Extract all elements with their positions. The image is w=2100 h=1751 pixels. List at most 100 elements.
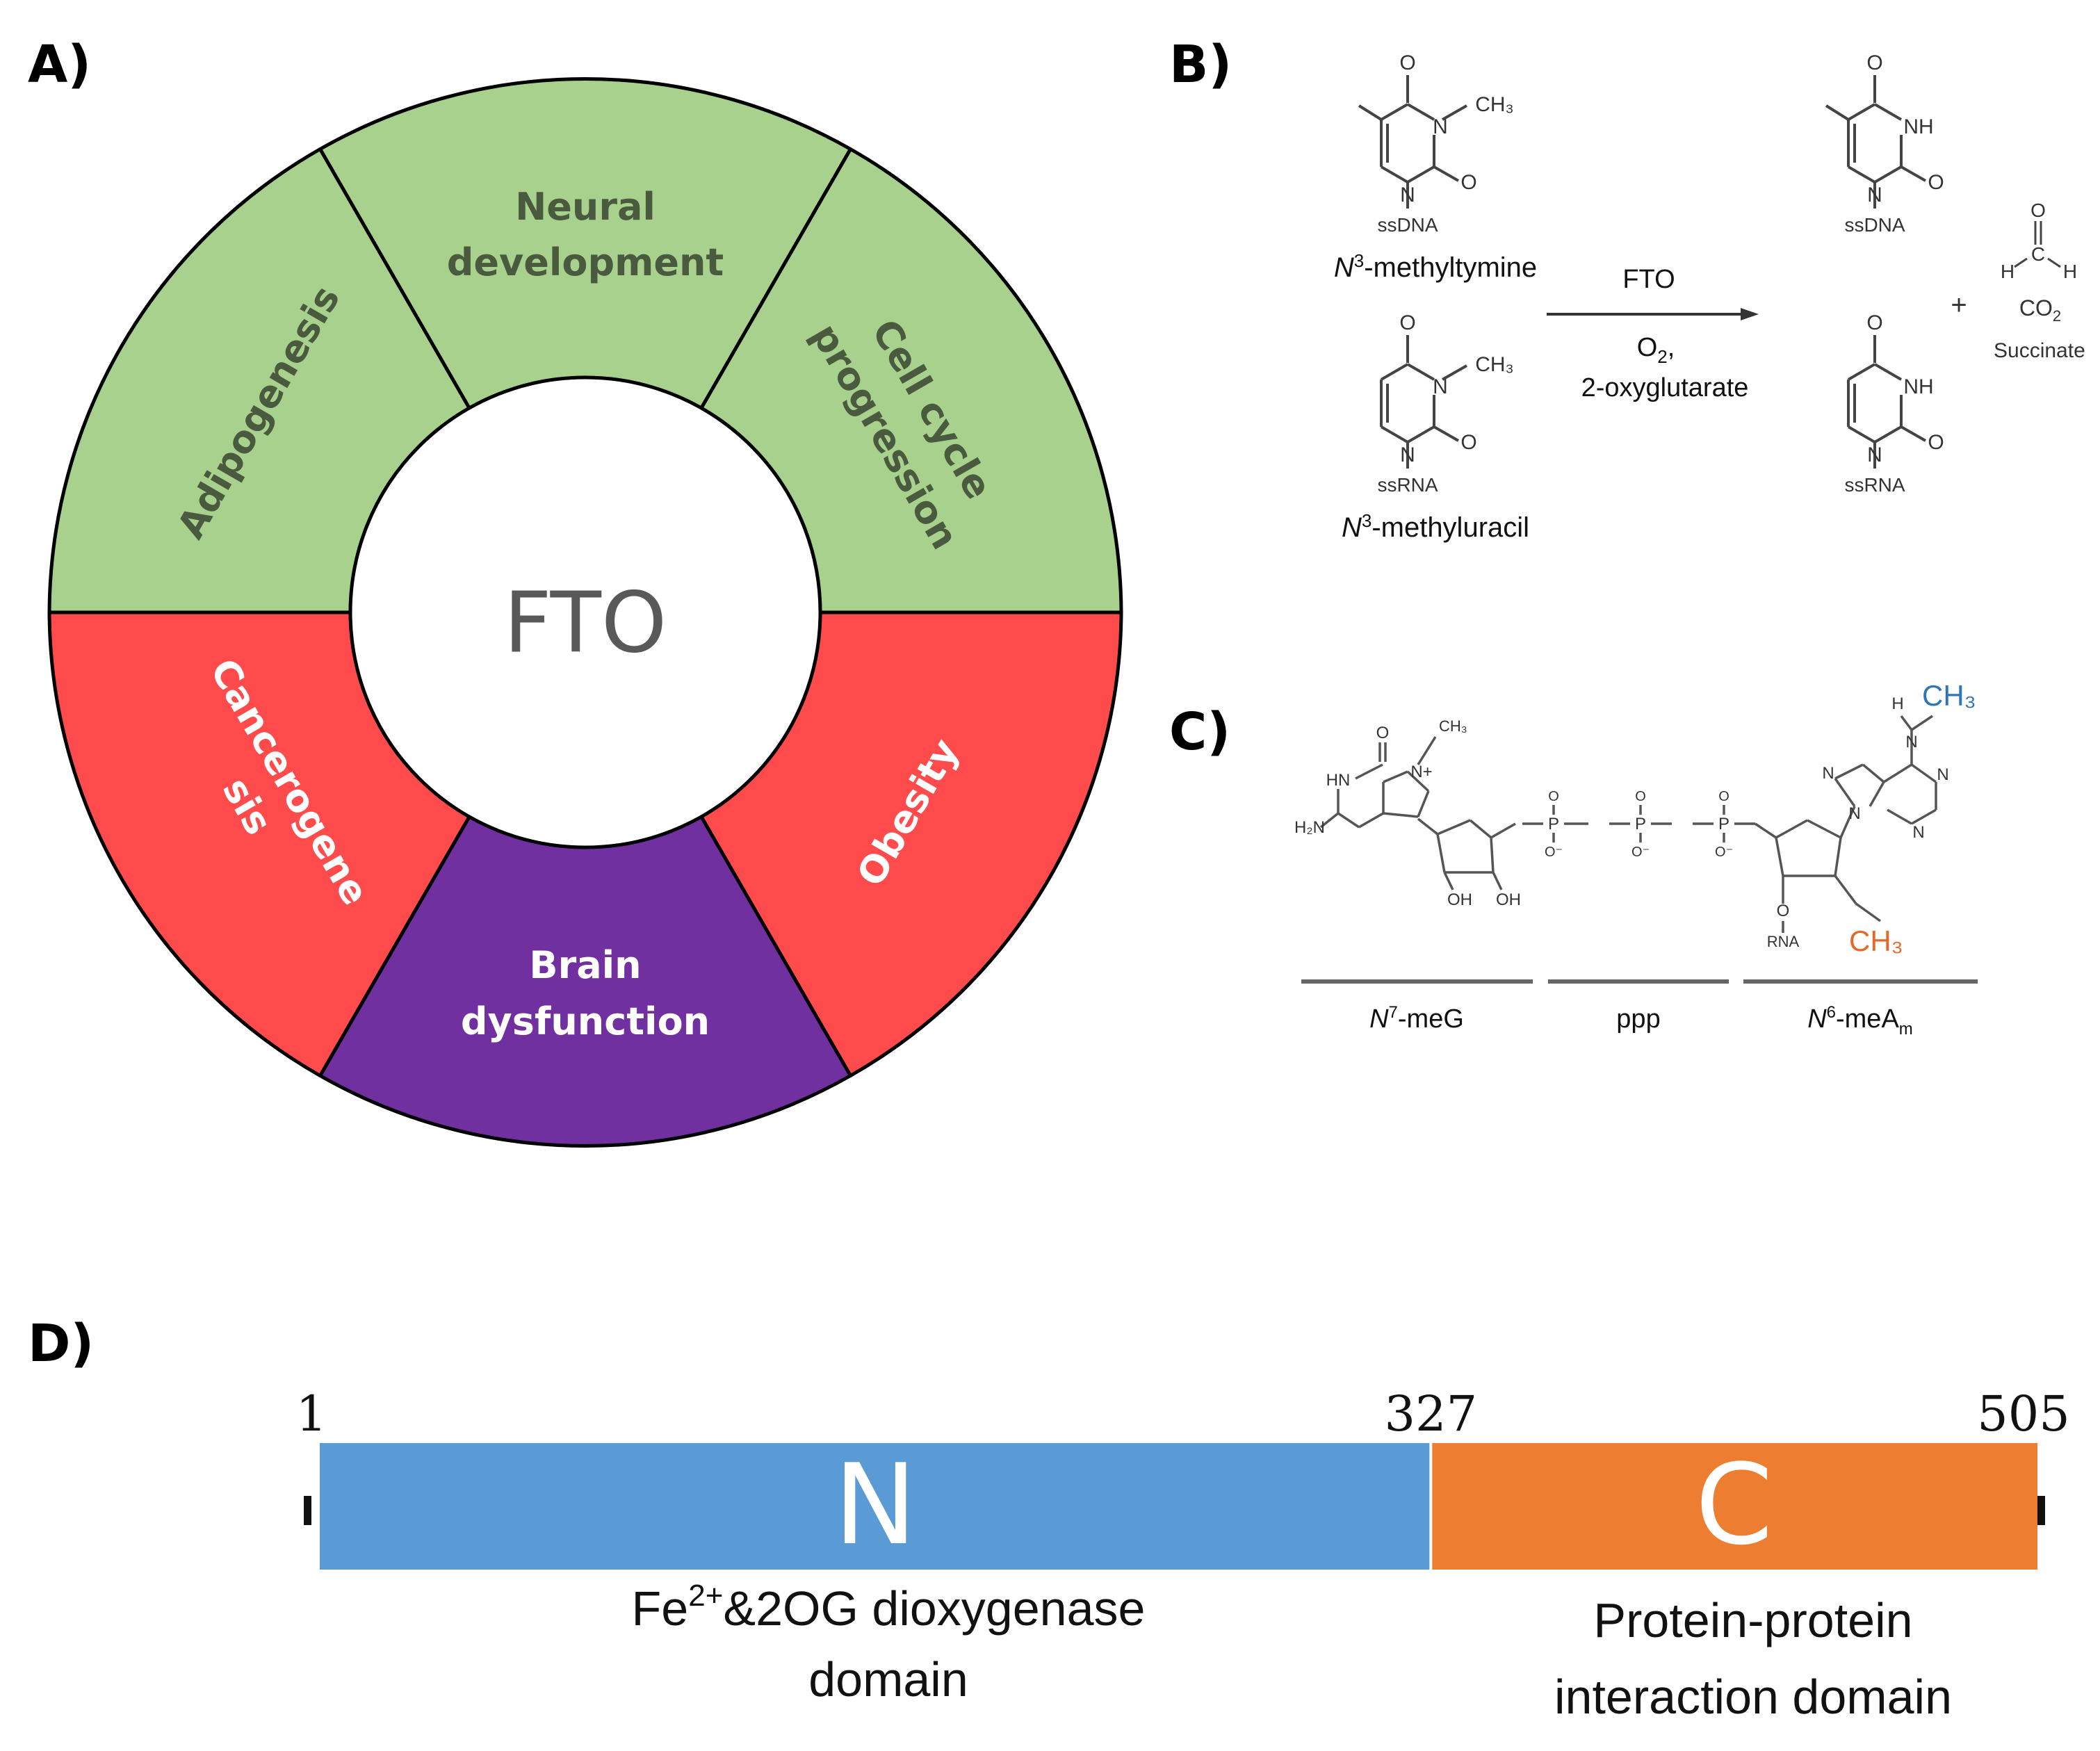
m2-n1: N bbox=[1400, 443, 1415, 466]
p2-o-minus: O⁻ bbox=[1631, 845, 1650, 860]
fto-center-circle bbox=[348, 375, 822, 849]
p2-n1: N bbox=[1867, 443, 1882, 466]
fto-ring bbox=[47, 77, 1123, 1148]
p1-nh: NH bbox=[1903, 115, 1933, 138]
domain-c-bar bbox=[1431, 1443, 2037, 1570]
fto-center-label: FTO bbox=[504, 576, 667, 672]
meg-hn: HN bbox=[1326, 771, 1351, 790]
p2-o-right: O bbox=[1928, 431, 1944, 454]
p1-n1: N bbox=[1867, 184, 1882, 206]
meg-n-plus: N+ bbox=[1410, 763, 1432, 781]
meg-ch3: CH₃ bbox=[1439, 717, 1467, 735]
n3-methyluracil-label: N3-methyluracil bbox=[1342, 510, 1529, 543]
formaldehyde-c: C bbox=[2031, 243, 2045, 265]
panel-a: A) FTO Neural development Adipogenesis C… bbox=[28, 35, 1123, 1148]
n3-methyluracil-structure bbox=[1380, 335, 1467, 469]
mea-n3: N bbox=[1912, 823, 1924, 842]
meg-o: O bbox=[1376, 724, 1390, 742]
n-domain-description-line2: domain bbox=[808, 1652, 968, 1707]
neural-label-line1: Neural bbox=[515, 185, 656, 229]
n6-meam-label: N6-meAm bbox=[1807, 1003, 1913, 1039]
ribose-methyl-ch3: CH₃ bbox=[1849, 925, 1903, 957]
p3-o-up: O bbox=[1718, 789, 1729, 804]
n6-methyl-ch3: CH₃ bbox=[1922, 679, 1976, 712]
n7-meg-label: N7-meG bbox=[1369, 1003, 1464, 1034]
meg-oh-1: OH bbox=[1447, 890, 1472, 909]
meg-oh-2: OH bbox=[1496, 890, 1521, 909]
m1-ssdna: ssDNA bbox=[1377, 214, 1438, 236]
cofactor-o2-label: O2, bbox=[1637, 333, 1675, 367]
panel-c: C) O HN H₂N CH bbox=[1169, 679, 1978, 1039]
m2-ssrna: ssRNA bbox=[1377, 474, 1438, 496]
m1-ch3: CH₃ bbox=[1475, 93, 1514, 116]
m1-o-right: O bbox=[1460, 171, 1476, 194]
n3-methylthymine-structure bbox=[1358, 75, 1467, 209]
panel-d-label: D) bbox=[28, 1314, 94, 1374]
position-end-label: 505 bbox=[1977, 1385, 2070, 1442]
n-domain-description-line1: Fe2+&2OG dioxygenase bbox=[632, 1579, 1146, 1636]
p-2: P bbox=[1635, 815, 1646, 833]
panel-d: D) N C 1 327 505 Fe2+&2OG dioxygenase do… bbox=[28, 1314, 2070, 1724]
ppp-label: ppp bbox=[1616, 1004, 1660, 1034]
p2-ssrna: ssRNA bbox=[1844, 474, 1905, 496]
p2-nh: NH bbox=[1903, 375, 1933, 398]
m2-n3: N bbox=[1433, 375, 1448, 398]
mea-rna: RNA bbox=[1767, 933, 1800, 950]
formaldehyde-h-right: H bbox=[2063, 261, 2077, 282]
n7-methylguanosine-structure bbox=[1319, 736, 1516, 890]
p-1: P bbox=[1548, 815, 1559, 833]
panel-c-label: C) bbox=[1169, 702, 1230, 762]
p1-o-up: O bbox=[1548, 789, 1559, 804]
plus-sign: + bbox=[1951, 290, 1967, 320]
cofactor-2og-label: 2-oxyglutarate bbox=[1581, 373, 1749, 402]
c-domain-description-line1: Protein-protein bbox=[1593, 1593, 1912, 1647]
mea-n1: N bbox=[1937, 765, 1948, 784]
domain-n-letter: N bbox=[833, 1440, 917, 1570]
mea-o-3: O bbox=[1777, 902, 1790, 920]
m1-n1: N bbox=[1400, 184, 1415, 206]
panel-b: B) O N CH₃ O N ssDNA N3-methyltymine bbox=[1169, 35, 2085, 543]
mea-h: H bbox=[1891, 694, 1903, 713]
meg-h2n: H₂N bbox=[1294, 818, 1325, 837]
panel-b-label: B) bbox=[1169, 35, 1232, 95]
position-327-label: 327 bbox=[1385, 1385, 1478, 1442]
p1-o-top: O bbox=[1866, 51, 1882, 74]
uracil-product-structure bbox=[1847, 335, 1926, 469]
domain-c-letter: C bbox=[1695, 1440, 1773, 1570]
protein-bar-end-right bbox=[2037, 1496, 2045, 1525]
enzyme-fto-label: FTO bbox=[1622, 265, 1675, 294]
m1-o-top: O bbox=[1399, 51, 1415, 74]
p1-o-right: O bbox=[1928, 171, 1944, 194]
panel-a-label: A) bbox=[28, 35, 91, 95]
mea-n9: N bbox=[1848, 804, 1860, 823]
p3-o-minus: O⁻ bbox=[1715, 845, 1733, 860]
brain-label-line2: dysfunction bbox=[461, 1000, 710, 1043]
triphosphate-structure bbox=[1522, 805, 1755, 842]
p2-o-up: O bbox=[1635, 789, 1646, 804]
n3-methylthymine-label: N3-methyltymine bbox=[1334, 250, 1537, 283]
p1-ssdna: ssDNA bbox=[1844, 214, 1905, 236]
c-domain-description-line2: interaction domain bbox=[1554, 1670, 1952, 1724]
m2-ch3: CH₃ bbox=[1475, 353, 1514, 376]
thymine-product-structure bbox=[1825, 75, 1926, 209]
p-3: P bbox=[1718, 815, 1729, 833]
protein-bar-end-left bbox=[304, 1496, 311, 1525]
formaldehyde-o: O bbox=[2030, 199, 2046, 221]
n6-methyladenosine-structure bbox=[1755, 715, 1937, 922]
m1-n3: N bbox=[1433, 115, 1448, 138]
p1-o-minus: O⁻ bbox=[1545, 845, 1563, 860]
formaldehyde-structure bbox=[2014, 221, 2061, 268]
mea-n7: N bbox=[1822, 764, 1834, 783]
p2-o-top: O bbox=[1866, 311, 1882, 334]
neural-label-line2: development bbox=[447, 241, 724, 284]
domain-n-bar bbox=[320, 1443, 1431, 1570]
co2-label: CO2 bbox=[2019, 295, 2061, 325]
m2-o-top: O bbox=[1399, 311, 1415, 334]
position-start-label: 1 bbox=[296, 1385, 327, 1442]
reaction-arrow bbox=[1547, 308, 1759, 320]
mea-n6: N bbox=[1905, 733, 1917, 751]
succinate-label: Succinate bbox=[1994, 339, 2085, 362]
formaldehyde-h-left: H bbox=[2001, 261, 2014, 282]
m2-o-right: O bbox=[1460, 431, 1476, 454]
